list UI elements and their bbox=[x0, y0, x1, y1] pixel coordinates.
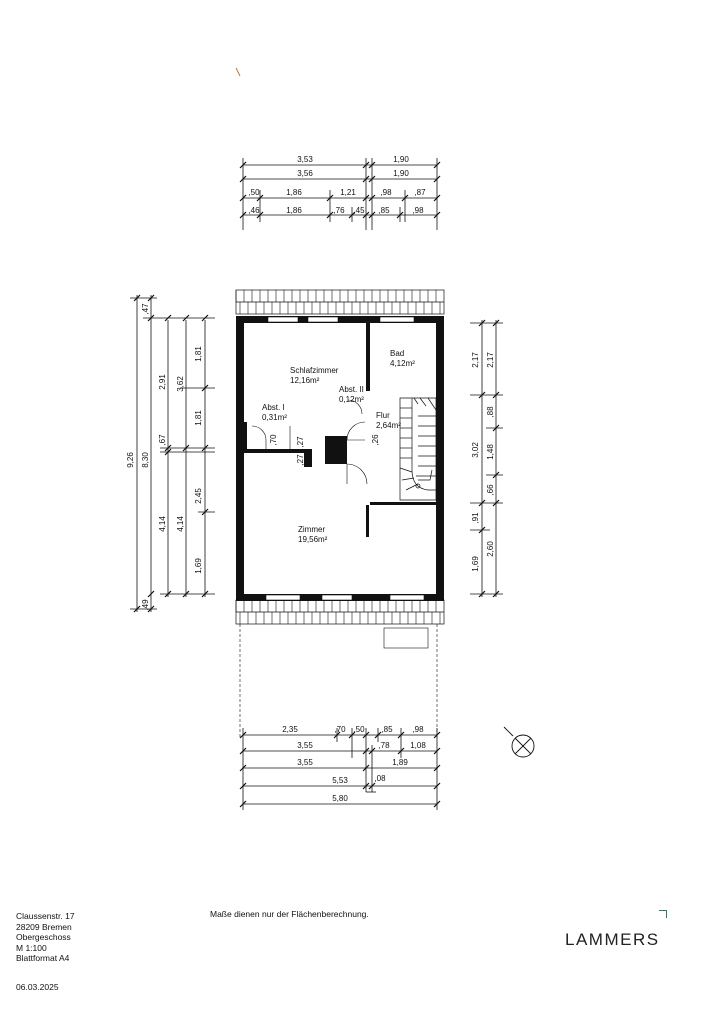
eave-hatching bbox=[235, 290, 441, 624]
dim-bottom-1e: ,98 bbox=[412, 725, 424, 734]
dim-right-148: 1,48 bbox=[486, 444, 495, 460]
lower-projection bbox=[239, 624, 438, 738]
dim-left-414b: 4,14 bbox=[176, 516, 185, 532]
dim-left-181b: 1,81 bbox=[194, 410, 203, 426]
address-city: 28209 Bremen bbox=[16, 921, 72, 932]
room-name-flur: Flur bbox=[376, 411, 390, 420]
room-name-schlafzimmer: Schlafzimmer bbox=[290, 366, 339, 375]
paper-format-label: Blattformat A4 bbox=[16, 953, 70, 963]
dim-left-245: 2,45 bbox=[194, 488, 203, 504]
bottom-dimension-labels: 2,35 ,70 ,50 ,85 ,98 3,55 ,78 1,08 3,55 … bbox=[282, 725, 426, 803]
top-dimension-ticks bbox=[239, 161, 441, 219]
address-block: Claussenstr. 17 28209 Bremen Obergeschos… bbox=[16, 911, 75, 964]
dim-bottom-5a: 5,80 bbox=[332, 794, 348, 803]
scale-label: M 1:100 bbox=[16, 942, 47, 953]
interior-dimensions: ,70 ,27 ,27 ,26 bbox=[269, 434, 380, 466]
dim-right-66: ,66 bbox=[486, 484, 495, 496]
dim-int-26: ,26 bbox=[371, 434, 380, 446]
dim-right-217b: 2,17 bbox=[486, 352, 495, 368]
dim-top-4c: ,76 bbox=[333, 206, 345, 215]
dim-bottom-3a: 3,55 bbox=[297, 758, 313, 767]
dim-top-1b: 1,90 bbox=[393, 155, 409, 164]
dim-right-217a: 2,17 bbox=[471, 352, 480, 368]
dim-left-67: ,67 bbox=[158, 434, 167, 446]
staircase bbox=[399, 397, 437, 501]
dim-left-181a: 1,81 bbox=[194, 346, 203, 362]
windows bbox=[265, 316, 425, 601]
bottom-dimension-ticks bbox=[239, 731, 441, 808]
dim-top-2b: 1,90 bbox=[393, 169, 409, 178]
dim-bottom-2b: ,78 bbox=[378, 741, 390, 750]
dim-left-total: 9,26 bbox=[126, 452, 135, 468]
room-area-flur: 2,64m² bbox=[376, 421, 401, 430]
room-name-bad: Bad bbox=[390, 349, 404, 358]
room-area-abst-1: 0,31m² bbox=[262, 413, 287, 422]
room-labels: Schlafzimmer 12,16m² Bad 4,12m² Abst. II… bbox=[262, 349, 415, 544]
room-area-bad: 4,12m² bbox=[390, 359, 415, 368]
room-area-zimmer: 19,56m² bbox=[298, 535, 328, 544]
plan-date: 06.03.2025 bbox=[16, 982, 59, 992]
dim-left-47: ,47 bbox=[141, 303, 150, 315]
dim-bottom-1c: ,50 bbox=[353, 725, 365, 734]
room-area-schlafzimmer: 12,16m² bbox=[290, 376, 320, 385]
room-name-abst-1: Abst. I bbox=[262, 403, 285, 412]
floor-label: Obergeschoss bbox=[16, 932, 71, 942]
dim-top-3b: 1,86 bbox=[286, 188, 302, 197]
dim-right-260: 2,60 bbox=[486, 541, 495, 557]
dim-left-291: 2,91 bbox=[158, 374, 167, 390]
dim-bottom-3b: 1,89 bbox=[392, 758, 408, 767]
dim-bottom-2a: 3,55 bbox=[297, 741, 313, 750]
company-logo: LAMMERS bbox=[565, 930, 660, 949]
north-arrow-icon bbox=[503, 726, 535, 758]
dim-top-2a: 3,56 bbox=[297, 169, 313, 178]
dim-top-4d: ,45 bbox=[353, 206, 365, 215]
dim-left-169: 1,69 bbox=[194, 558, 203, 574]
dim-top-3a: ,50 bbox=[248, 188, 260, 197]
dim-bottom-1a: 2,35 bbox=[282, 725, 298, 734]
dim-int-27b: ,27 bbox=[296, 454, 305, 466]
dim-left-830: 8,30 bbox=[141, 452, 150, 468]
dim-left-362: 3,62 bbox=[176, 376, 185, 392]
dim-top-3e: ,87 bbox=[414, 188, 426, 197]
dim-bottom-1d: ,85 bbox=[381, 725, 393, 734]
dim-top-4e: ,85 bbox=[378, 206, 390, 215]
dim-right-88: ,88 bbox=[486, 406, 495, 418]
dim-bottom-1b: ,70 bbox=[334, 725, 346, 734]
dim-int-27a: ,27 bbox=[296, 436, 305, 448]
dim-top-3c: 1,21 bbox=[340, 188, 356, 197]
dim-top-4b: 1,86 bbox=[286, 206, 302, 215]
dim-top-1a: 3,53 bbox=[297, 155, 313, 164]
right-dimensions bbox=[470, 320, 503, 597]
dim-int-70: ,70 bbox=[269, 434, 278, 446]
right-dimension-ticks bbox=[478, 319, 500, 598]
dim-right-169: 1,69 bbox=[471, 556, 480, 572]
dim-top-3d: ,98 bbox=[380, 188, 392, 197]
room-area-abst-2: 0,12m² bbox=[339, 395, 364, 404]
dim-bottom-2c: 1,08 bbox=[410, 741, 426, 750]
disclaimer-note: Maße dienen nur der Flächenberechnung. bbox=[210, 909, 369, 919]
stray-mark bbox=[235, 67, 241, 77]
left-dimension-ticks bbox=[133, 294, 209, 613]
top-dimension-labels: 3,53 1,90 3,56 1,90 ,50 1,86 1,21 ,98 ,8… bbox=[248, 155, 426, 215]
dim-bottom-4b: ,08 bbox=[374, 774, 386, 783]
room-name-abst-2: Abst. II bbox=[339, 385, 364, 394]
right-dimension-labels: 2,17 2,17 3,02 ,88 1,48 ,66 ,91 2,60 1,6… bbox=[471, 352, 495, 572]
room-name-zimmer: Zimmer bbox=[298, 525, 325, 534]
dim-top-4f: ,98 bbox=[412, 206, 424, 215]
dim-right-302: 3,02 bbox=[471, 442, 480, 458]
address-street: Claussenstr. 17 bbox=[16, 911, 75, 921]
dim-right-91: ,91 bbox=[471, 512, 480, 524]
dim-left-414a: 4,14 bbox=[158, 516, 167, 532]
left-dimension-labels: 9,26 8,30 ,47 2,91 ,67 4,14 ,49 3,62 4,1… bbox=[126, 303, 203, 611]
dim-top-4a: ,46 bbox=[248, 206, 260, 215]
logo-corner-icon bbox=[659, 910, 667, 918]
dim-bottom-4a: 5,53 bbox=[332, 776, 348, 785]
door-swings bbox=[251, 399, 368, 485]
dim-left-49: ,49 bbox=[141, 599, 150, 611]
